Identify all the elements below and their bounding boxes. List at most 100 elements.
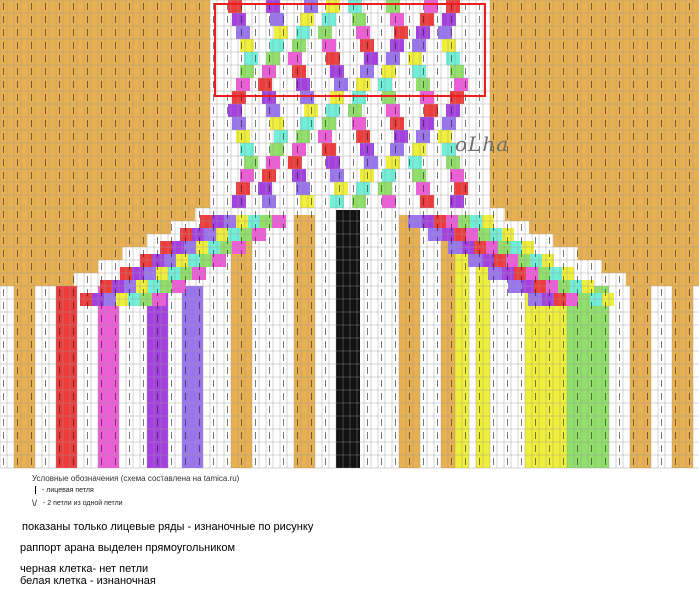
cable-cell	[232, 91, 246, 104]
watermark-text: oLha	[455, 132, 510, 156]
braid-cell	[208, 241, 222, 254]
rapport-frame	[214, 3, 486, 97]
gold-panel-cell	[625, 273, 699, 286]
cable-cell	[262, 91, 276, 104]
no-stitch-column	[336, 210, 360, 468]
cable-cell	[334, 78, 348, 91]
cable-cell	[352, 117, 366, 130]
cable-cell	[296, 182, 310, 195]
braid-cell	[440, 228, 454, 241]
braid-cell	[540, 293, 554, 306]
gold-panel-cell	[553, 234, 699, 247]
cable-cell	[442, 143, 456, 156]
cable-cell	[454, 78, 468, 91]
cable-cell	[334, 182, 348, 195]
note-knit-rows: показаны только лицевые ряды - изнаночны…	[22, 521, 314, 533]
cable-cell	[236, 182, 250, 195]
braid-cell	[152, 293, 166, 306]
braid-cell	[520, 241, 534, 254]
braid-cell	[528, 254, 542, 267]
gold-panel-cell	[490, 130, 699, 143]
braid-cell	[220, 241, 234, 254]
braid-cell	[188, 254, 202, 267]
cable-cell	[382, 169, 396, 182]
braid-cell	[216, 228, 230, 241]
cable-cell	[348, 104, 362, 117]
cable-cell	[262, 65, 276, 78]
cable-cell	[228, 0, 242, 13]
cable-cell	[360, 39, 374, 52]
braid-cell	[468, 215, 482, 228]
braid-cell	[192, 228, 206, 241]
cable-cell	[382, 195, 396, 208]
gold-panel-cell	[490, 65, 699, 78]
braid-cell	[500, 228, 514, 241]
knitting-chart	[0, 0, 699, 469]
braid-cell	[80, 293, 94, 306]
cable-cell	[352, 13, 366, 26]
cable-cell	[442, 117, 456, 130]
cable-cell	[446, 156, 460, 169]
cable-cell	[352, 195, 366, 208]
cable-cell	[356, 26, 370, 39]
cable-cell	[330, 65, 344, 78]
note-rapport: раппорт арана выделен прямоугольником	[20, 542, 236, 554]
braid-cell	[536, 267, 550, 280]
cable-cell	[360, 143, 374, 156]
cable-cell	[292, 39, 306, 52]
gold-panel-cell	[490, 143, 699, 156]
cable-cell	[296, 78, 310, 91]
braid-cell	[456, 215, 470, 228]
cable-cell	[240, 39, 254, 52]
braid-cell	[160, 280, 174, 293]
braid-cell	[488, 267, 502, 280]
cable-cell	[438, 26, 452, 39]
cable-cell	[356, 78, 370, 91]
braid-cell	[452, 228, 466, 241]
cable-cell	[416, 78, 430, 91]
braid-cell	[484, 241, 498, 254]
gold-panel-cell	[601, 260, 699, 273]
braid-cell	[580, 280, 594, 293]
braid-cell	[144, 267, 158, 280]
braid-cell	[472, 241, 486, 254]
cable-cell	[258, 78, 272, 91]
braid-cell	[480, 215, 494, 228]
braid-cell	[528, 293, 542, 306]
cable-cell	[450, 169, 464, 182]
cable-cell	[240, 169, 254, 182]
cable-cell	[232, 13, 246, 26]
cable-cell	[408, 156, 422, 169]
braid-cell	[600, 293, 614, 306]
braid-cell	[212, 254, 226, 267]
gold-panel-cell	[0, 273, 75, 286]
cable-cell	[386, 156, 400, 169]
cable-cell	[292, 169, 306, 182]
cable-cell	[318, 26, 332, 39]
cable-cell	[360, 65, 374, 78]
braid-cell	[100, 280, 114, 293]
cable-cell	[394, 130, 408, 143]
gold-panel-cell	[529, 221, 699, 234]
cable-cell	[454, 182, 468, 195]
braid-cell	[508, 241, 522, 254]
cable-cell	[236, 130, 250, 143]
cable-cell	[300, 91, 314, 104]
gold-panel-cell	[0, 221, 171, 234]
cable-cell	[412, 39, 426, 52]
gold-panel-cell	[490, 104, 699, 117]
braid-cell	[576, 293, 590, 306]
cable-cell	[386, 104, 400, 117]
gold-panel-cell	[577, 247, 699, 260]
braid-cell	[564, 293, 578, 306]
braid-cell	[172, 280, 186, 293]
cable-cell	[296, 130, 310, 143]
gold-panel-cell	[0, 247, 123, 260]
cable-cell	[390, 117, 404, 130]
braid-cell	[132, 267, 146, 280]
note-white-cell: белая клетка - изнаночная	[20, 575, 156, 587]
braid-cell	[228, 228, 242, 241]
braid-cell	[92, 293, 106, 306]
cable-cell	[442, 39, 456, 52]
stitch-column	[294, 215, 315, 468]
